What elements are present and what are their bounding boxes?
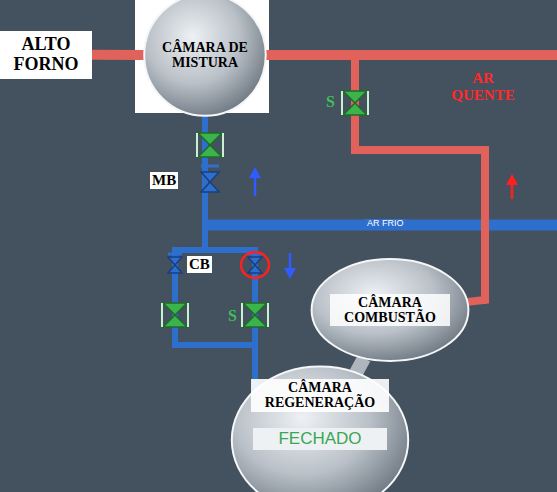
valve-name: MB <box>150 172 178 189</box>
flow-arrow-up <box>249 167 261 196</box>
valve-name: CB <box>187 256 212 273</box>
cb-valve <box>168 254 182 273</box>
status-text: FECHADO <box>253 428 387 451</box>
chamber-name: ALTO FORNO <box>6 35 86 75</box>
cold-air-pipe <box>205 220 557 231</box>
bypass-pipe <box>175 250 255 345</box>
mixing-chamber: CÂMARA DE MISTURA <box>143 0 267 117</box>
regeneration-chamber: CÂMARA REGENERAÇÃO FECHADO <box>230 365 410 492</box>
flow-label: AR QUENTE <box>442 70 524 103</box>
white-panel <box>135 0 269 113</box>
pipe-connector <box>92 50 144 60</box>
cb-valve <box>248 254 262 273</box>
sphere-body <box>312 259 469 361</box>
sphere-outline <box>143 0 267 117</box>
green-valve <box>242 303 268 327</box>
chamber-name: CÂMARA REGENERAÇÃO <box>251 379 389 412</box>
highlight-circle <box>241 252 269 278</box>
green-valve <box>197 133 223 157</box>
pipe-connector <box>266 55 485 302</box>
pipe-connector <box>356 358 364 373</box>
chamber-name: CÂMARA COMBUSTÃO <box>330 294 450 327</box>
furnace-box: ALTO FORNO <box>0 31 92 79</box>
flow-arrow-down <box>284 253 296 279</box>
chamber-name: CÂMARA DE MISTURA <box>160 40 250 71</box>
valve-tag: S <box>326 93 335 111</box>
green-valve <box>162 303 188 327</box>
sphere-outline <box>230 365 410 492</box>
green-valve <box>342 91 368 115</box>
pipe-label: AR FRIO <box>365 219 406 229</box>
sphere-body <box>144 0 266 116</box>
sphere-outline <box>310 258 470 362</box>
mb-valve <box>201 166 219 192</box>
combustion-chamber: CÂMARA COMBUSTÃO <box>310 258 470 362</box>
valve-tag: S <box>228 307 237 325</box>
flow-arrow-up <box>506 174 518 199</box>
sphere-body <box>232 367 408 492</box>
